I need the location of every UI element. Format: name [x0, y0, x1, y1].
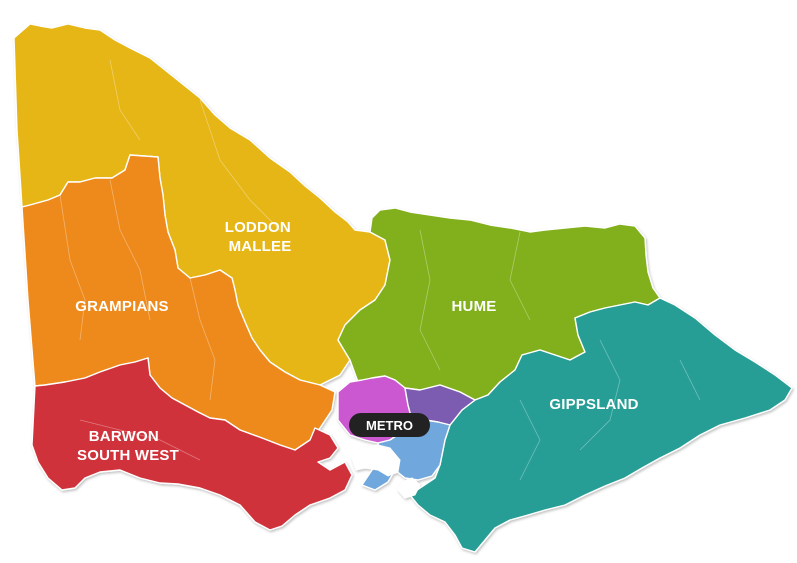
label-gippsland: GIPPSLAND: [549, 396, 638, 413]
label-barwon-south-west: BARWON SOUTH WEST: [77, 428, 179, 464]
label-metro: METRO: [366, 418, 413, 433]
lga-boundaries: [59, 59, 701, 481]
label-grampians: GRAMPIANS: [75, 298, 168, 315]
region-barwon-south-west[interactable]: [31, 357, 353, 531]
western-port: [397, 477, 421, 499]
label-loddon-mallee: LODDON MALLEE: [225, 219, 296, 255]
label-hume: HUME: [452, 298, 497, 315]
port-phillip-bay: [351, 444, 401, 477]
region-gippsland[interactable]: [409, 297, 793, 553]
metro-badge-bg: [349, 413, 430, 437]
metro-badge[interactable]: METRO: [349, 413, 430, 437]
